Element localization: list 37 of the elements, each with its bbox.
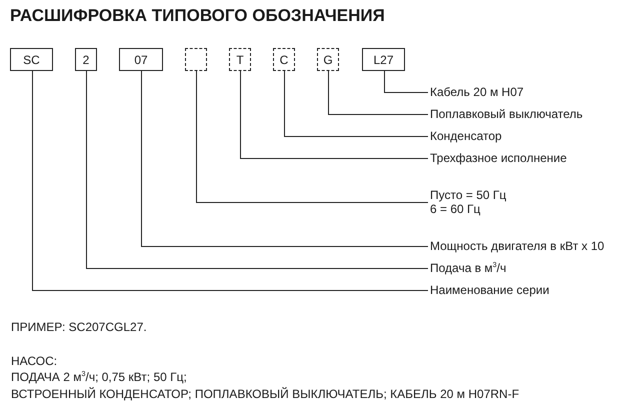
leader-line xyxy=(284,70,428,137)
description-text: Трехфазное исполнение xyxy=(430,151,567,165)
leader-line xyxy=(328,70,428,115)
description-text: Поплавковый выключатель xyxy=(430,107,583,121)
description-text: Пусто = 50 Гц xyxy=(430,188,506,202)
description-text: Кабель 20 м H07 xyxy=(430,85,524,99)
code-text: L27 xyxy=(373,52,394,66)
code-text: C xyxy=(280,52,288,66)
code-box xyxy=(119,48,163,71)
code-text: T xyxy=(236,52,244,66)
description-text: Подача в м$^{3}$/ч xyxy=(430,261,506,275)
leader-line xyxy=(141,70,428,247)
description-text: Мощность двигателя в кВт x 10 xyxy=(430,239,604,253)
code-text: SC xyxy=(23,52,40,66)
leader-line xyxy=(32,70,428,291)
code-box xyxy=(229,48,251,71)
code-text: 2 xyxy=(82,52,90,66)
code-box xyxy=(10,48,53,71)
code-box xyxy=(273,48,295,71)
leader-line xyxy=(196,70,428,203)
description-text: Наименование серии xyxy=(430,283,550,297)
note-text: ПОДАЧА 2 м$^{3}$/ч; 0,75 кВт; 50 Гц; xyxy=(11,370,187,384)
description-text: 6 = 60 Гц xyxy=(430,202,482,216)
leader-line xyxy=(240,70,428,159)
title: РАСШИФРОВКА ТИПОВОГО ОБОЗНАЧЕНИЯ xyxy=(10,6,385,26)
code-box xyxy=(362,48,405,71)
note-text: НАСОС: xyxy=(11,354,58,368)
note-text: ВСТРОЕННЫЙ КОНДЕНСАТОР; ПОПЛАВКОВЫЙ ВЫКЛЮЧАТЕЛЬ; КАБЕЛЬ 20 м H07RN-F xyxy=(11,387,520,401)
leader-line xyxy=(384,70,428,93)
code-box xyxy=(317,48,339,71)
code-text: 07 xyxy=(134,52,148,66)
code-text: G xyxy=(323,52,333,66)
leader-line xyxy=(86,70,428,269)
description-text: Конденсатор xyxy=(430,129,502,143)
code-box xyxy=(75,48,97,71)
empty-code-box xyxy=(185,48,207,71)
example-text: ПРИМЕР: SC207CGL27. xyxy=(11,320,147,334)
